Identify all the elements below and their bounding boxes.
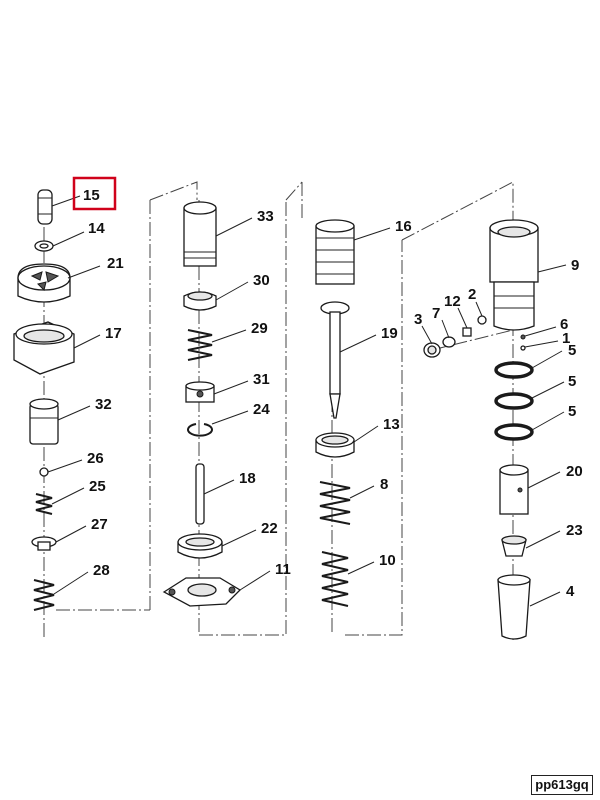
callout-5-top[interactable]: 5 <box>568 342 576 359</box>
callout-5-middle[interactable]: 5 <box>568 373 576 390</box>
callout-32[interactable]: 32 <box>95 396 112 413</box>
callout-8[interactable]: 8 <box>380 476 388 493</box>
part-32-sleeve <box>29 398 59 445</box>
callout-15[interactable]: 15 <box>83 187 100 204</box>
callout-16[interactable]: 16 <box>395 218 412 235</box>
part-17-nut <box>13 321 75 375</box>
callout-30[interactable]: 30 <box>253 272 270 289</box>
part-30-seat <box>183 291 217 311</box>
part-6-pin <box>520 334 526 340</box>
callout-13[interactable]: 13 <box>383 416 400 433</box>
part-9-injector-body <box>489 219 539 331</box>
callout-19[interactable]: 19 <box>381 325 398 342</box>
part-23-nozzle-tip <box>501 535 527 557</box>
part-29-spring <box>187 329 213 361</box>
part-15-pin <box>37 189 53 225</box>
callout-24[interactable]: 24 <box>253 401 270 418</box>
highlight-box <box>72 176 117 211</box>
callout-12[interactable]: 12 <box>444 293 461 310</box>
leader-lines <box>47 195 567 607</box>
part-33-barrel <box>183 201 217 267</box>
callout-18[interactable]: 18 <box>239 470 256 487</box>
part-3-plug <box>423 342 441 358</box>
callout-27[interactable]: 27 <box>91 516 108 533</box>
part-22-ring-nut <box>177 533 223 559</box>
callout-14[interactable]: 14 <box>88 220 105 237</box>
callout-28[interactable]: 28 <box>93 562 110 579</box>
callout-21[interactable]: 21 <box>107 255 124 272</box>
part-18-rod <box>195 463 205 525</box>
part-21-cap-nut <box>17 263 71 303</box>
part-4-nozzle-nut <box>497 574 531 640</box>
part-28-spring <box>33 579 55 611</box>
callout-6[interactable]: 6 <box>560 316 568 333</box>
part-26-ball <box>39 467 49 477</box>
part-16-collar <box>315 219 355 285</box>
part-19-needle <box>320 301 350 419</box>
callout-22[interactable]: 22 <box>261 520 278 537</box>
callout-1[interactable]: 1 <box>562 330 570 347</box>
callout-10[interactable]: 10 <box>379 552 396 569</box>
part-7-washer <box>442 336 456 348</box>
part-13-cup <box>315 432 355 458</box>
part-8-spring <box>319 481 351 525</box>
part-24-circlip <box>187 423 213 437</box>
callout-5-bottom[interactable]: 5 <box>568 403 576 420</box>
callout-9[interactable]: 9 <box>571 257 579 274</box>
callout-labels: 15 14 21 17 32 26 25 27 28 33 30 29 31 2… <box>83 187 583 600</box>
callout-25[interactable]: 25 <box>89 478 106 495</box>
callout-4[interactable]: 4 <box>566 583 575 600</box>
part-1-ball <box>520 345 526 351</box>
part-11-flange <box>162 577 242 607</box>
part-20-valve-body <box>499 464 529 515</box>
callout-17[interactable]: 17 <box>105 325 122 342</box>
callout-26[interactable]: 26 <box>87 450 104 467</box>
part-14-ring <box>34 240 54 252</box>
part-25-spring <box>35 493 53 515</box>
part-31-spacer <box>185 381 215 403</box>
callout-31[interactable]: 31 <box>253 371 270 388</box>
callout-2[interactable]: 2 <box>468 286 476 303</box>
callout-29[interactable]: 29 <box>251 320 268 337</box>
part-12-screw <box>462 327 472 337</box>
part-27-washer <box>31 536 57 551</box>
callout-20[interactable]: 20 <box>566 463 583 480</box>
callout-11[interactable]: 11 <box>275 561 291 578</box>
part-5-orings <box>494 361 534 441</box>
callout-33[interactable]: 33 <box>257 208 274 225</box>
part-2-oring <box>477 315 487 325</box>
callout-23[interactable]: 23 <box>566 522 583 539</box>
callout-7[interactable]: 7 <box>432 305 440 322</box>
part-10-spring <box>321 551 349 607</box>
figure-code-label: pp613gq <box>531 775 593 795</box>
callout-3[interactable]: 3 <box>414 311 422 328</box>
